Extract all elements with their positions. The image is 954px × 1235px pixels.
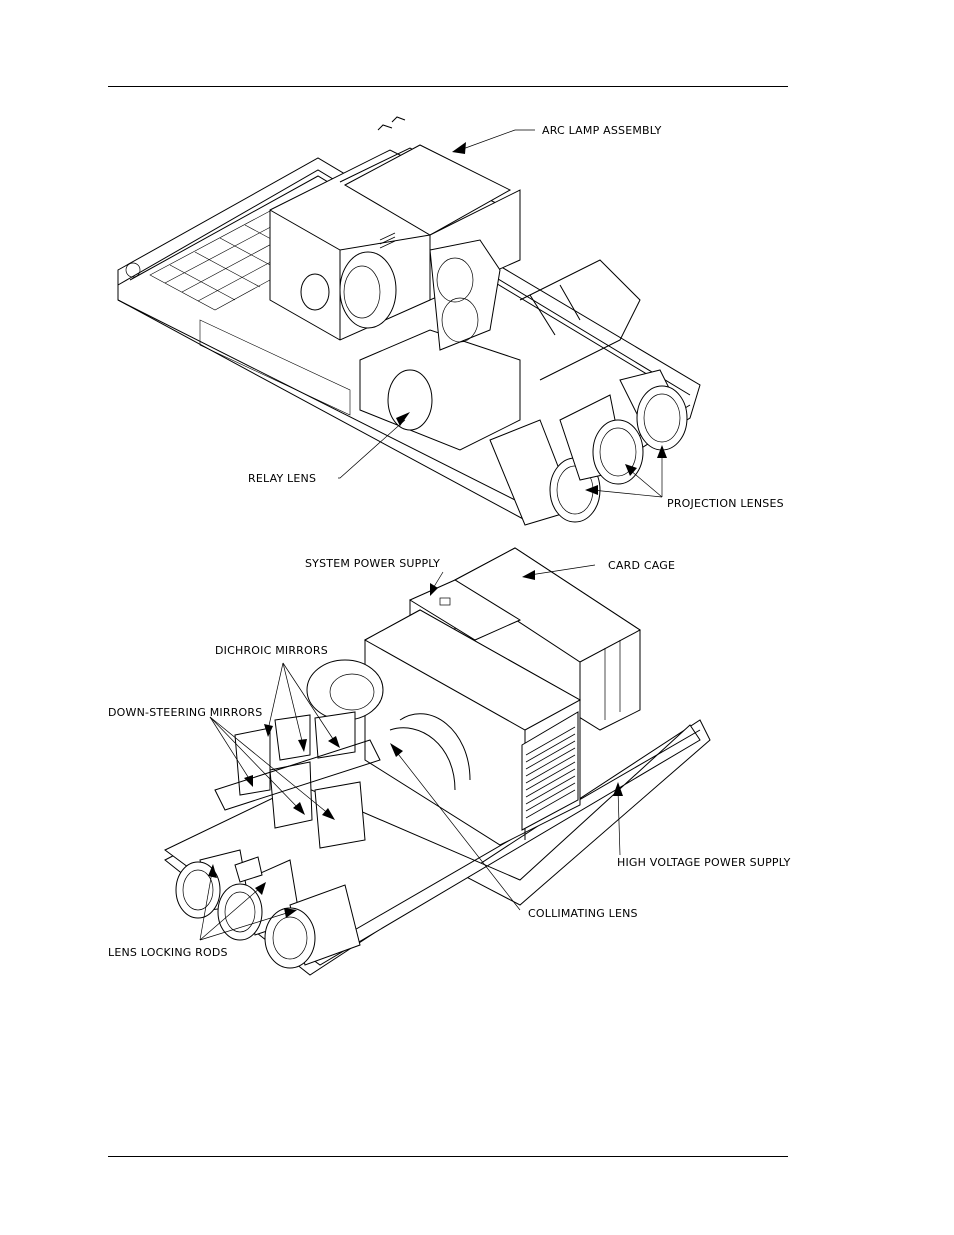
label-high-voltage-power-supply: HIGH VOLTAGE POWER SUPPLY — [617, 856, 791, 869]
bottom-assembly-drawing: SYSTEM POWER SUPPLY CARD CAGE DICHROIC M… — [108, 547, 791, 976]
label-arc-lamp-assembly: ARC LAMP ASSEMBLY — [542, 124, 662, 137]
label-down-steering-mirrors: DOWN-STEERING MIRRORS — [108, 706, 262, 719]
header-rule — [108, 86, 788, 87]
label-relay-lens: RELAY LENS — [248, 472, 316, 485]
high-voltage-power-supply — [363, 609, 582, 846]
label-card-cage: CARD CAGE — [608, 559, 675, 572]
top-assembly-drawing: ARC LAMP ASSEMBLY RELAY LENS PROJECTION … — [117, 116, 784, 526]
label-lens-locking-rods: LENS LOCKING RODS — [108, 946, 228, 959]
label-dichroic-mirrors: DICHROIC MIRRORS — [215, 644, 328, 657]
projection-lenses-bottom — [175, 849, 361, 969]
label-collimating-lens: COLLIMATING LENS — [528, 907, 638, 920]
label-system-power-supply: SYSTEM POWER SUPPLY — [305, 557, 440, 570]
card-cage — [454, 547, 641, 740]
footer-rule — [108, 1156, 788, 1157]
label-projection-lenses: PROJECTION LENSES — [667, 497, 784, 510]
dichroic-mirrors — [234, 711, 356, 796]
